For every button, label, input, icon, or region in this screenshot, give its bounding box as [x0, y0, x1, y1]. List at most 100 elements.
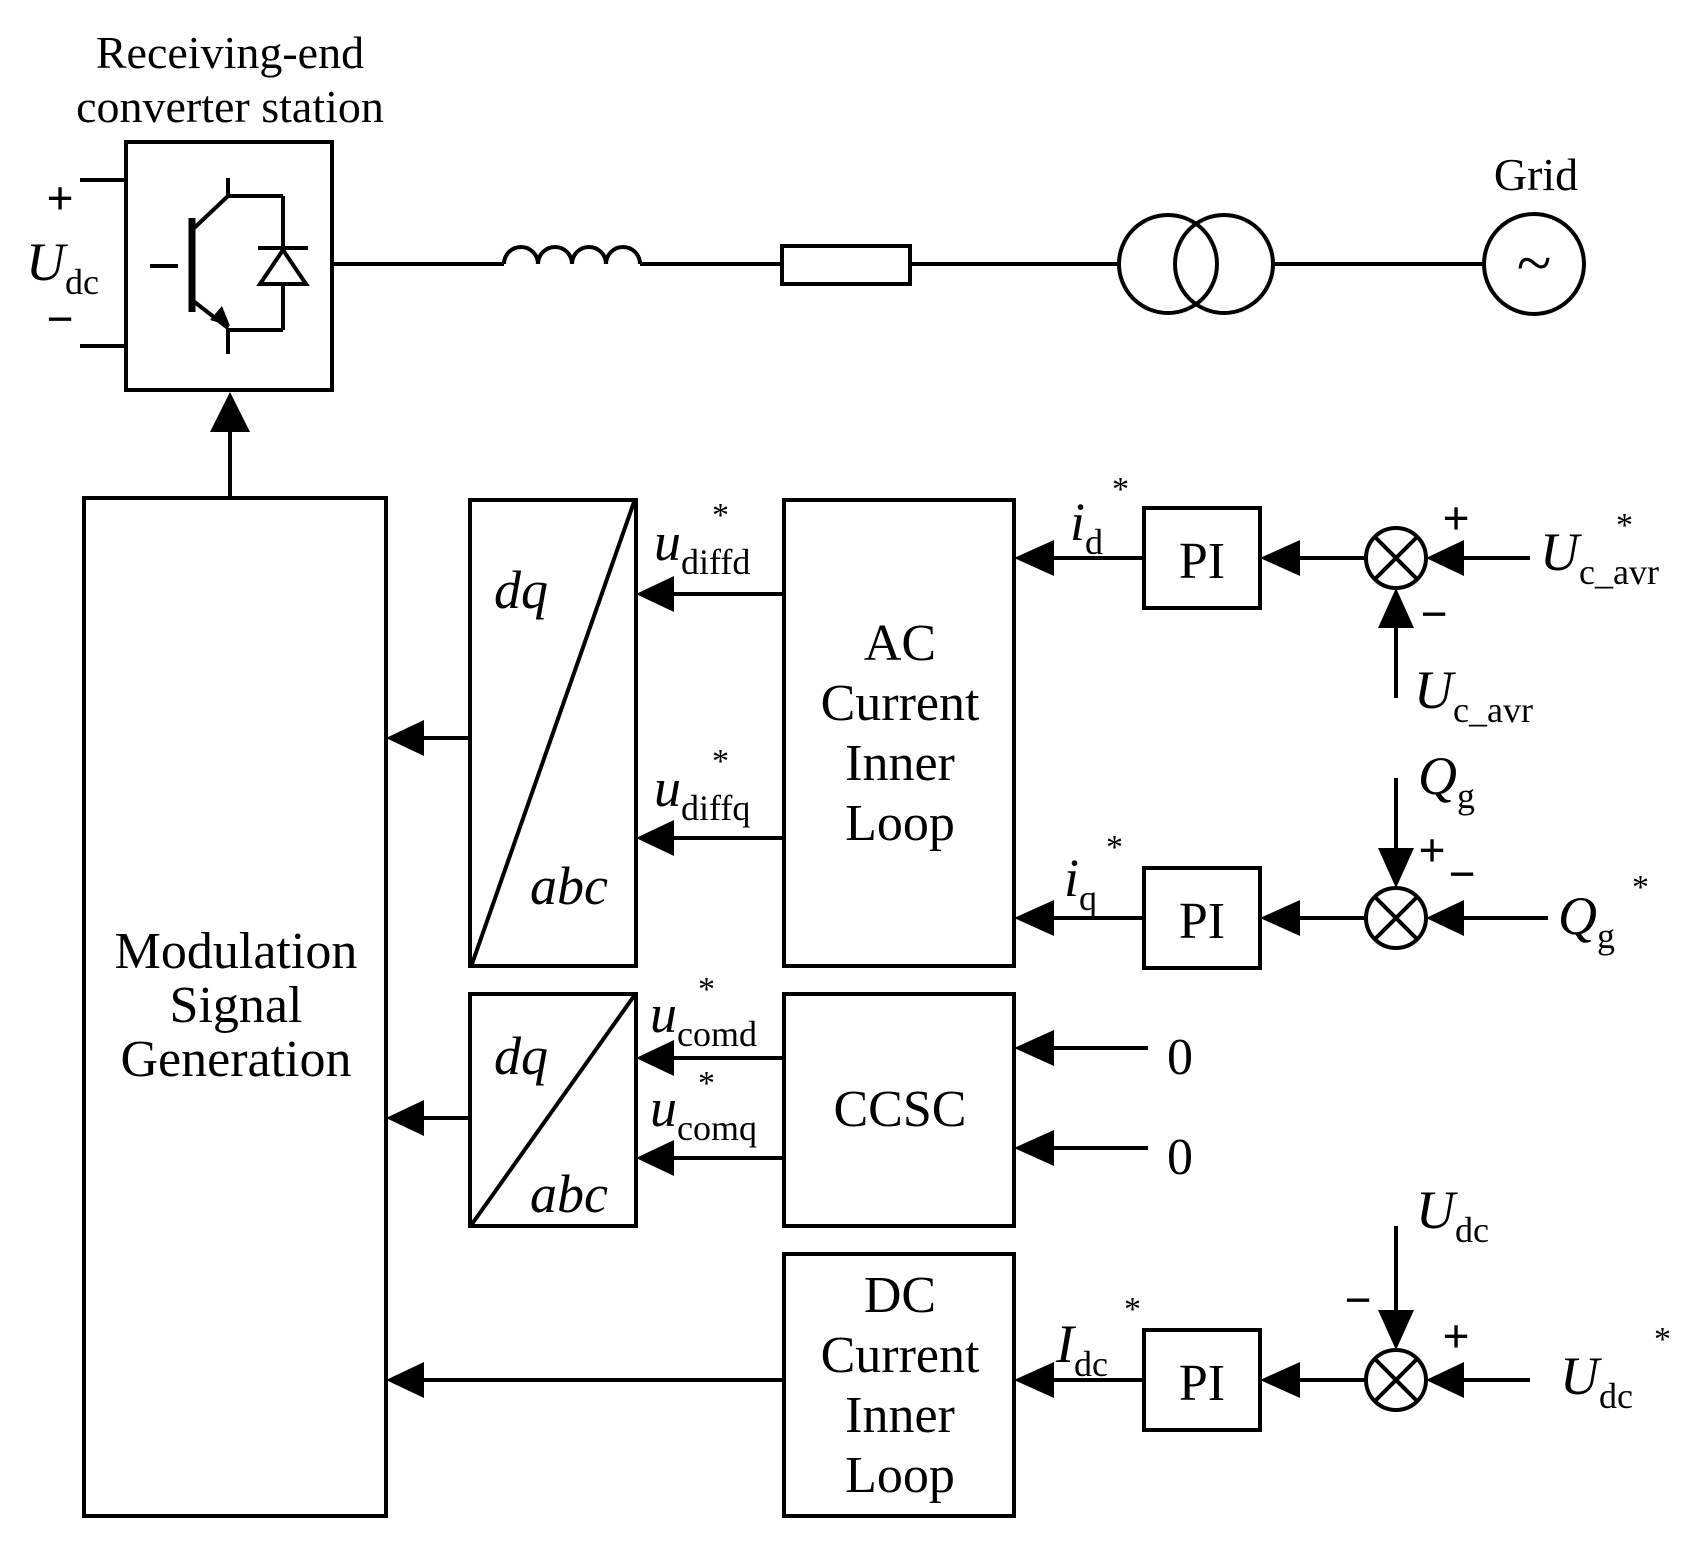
pi-block-q-label: PI: [1179, 893, 1225, 950]
junction3-plus: +: [1442, 1310, 1469, 1363]
iq-ref-main: i: [1064, 848, 1079, 908]
grid-label: Grid: [1494, 149, 1578, 200]
ucomd-sub: comd: [677, 1014, 757, 1054]
station-title-line1: Receiving-end: [96, 27, 364, 78]
dq-abc-transform-1: [468, 498, 638, 968]
udc-source-main: U: [26, 232, 68, 292]
ucomq-star: *: [698, 1065, 715, 1102]
qg-sub: g: [1457, 776, 1475, 816]
dq-abc-transform-2: [468, 992, 638, 1228]
udiffd-sub: diffd: [681, 542, 750, 582]
dc-plus-sign: +: [46, 172, 73, 225]
uc-avr-main: U: [1414, 660, 1456, 720]
transform1-abc: abc: [530, 856, 608, 916]
udiffd-label: udiffd: [654, 512, 750, 582]
uc-avr-ref-label: Uc_avr: [1540, 522, 1659, 592]
udiffq-main: u: [654, 758, 681, 818]
id-ref-star: *: [1112, 471, 1129, 508]
udc-ref-sub: dc: [1599, 1376, 1633, 1416]
idc-ref-label: Idc: [1055, 1314, 1108, 1384]
udiffd-main: u: [654, 512, 681, 572]
resistor-icon: [780, 244, 912, 286]
summing-junction-icon: [1364, 1348, 1428, 1412]
id-ref-sub: d: [1085, 522, 1103, 562]
ac-current-inner-loop-block: [782, 498, 1016, 968]
uc-avr-ref-sub: c_avr: [1579, 552, 1659, 592]
transform2-abc: abc: [530, 1164, 608, 1224]
udc-ref-main: U: [1560, 1346, 1602, 1406]
junction1-plus: +: [1442, 492, 1469, 545]
station-title-line2: converter station: [76, 81, 384, 132]
udc-meas-label: Udc: [1416, 1180, 1489, 1250]
ccsc-input-zero-1: 0: [1167, 1029, 1193, 1086]
idc-ref-star: *: [1124, 1291, 1141, 1328]
ac-source-icon: [1482, 212, 1586, 316]
ccsc-label: CCSC: [834, 1081, 967, 1138]
ac-loop-line4: Loop: [845, 795, 955, 852]
modulation-block: [82, 496, 388, 1518]
ccsc-input-zero-2: 0: [1167, 1129, 1193, 1186]
udiffq-label: udiffq: [654, 758, 750, 828]
qg-label: Qg: [1418, 746, 1475, 816]
iq-ref-star: *: [1106, 829, 1123, 866]
udc-ref-label: Udc: [1560, 1346, 1633, 1416]
diode-icon: [256, 196, 310, 330]
pi-block-dc-label: PI: [1179, 1355, 1225, 1412]
udiffq-star: *: [712, 743, 729, 780]
transform1-dq: dq: [494, 560, 548, 620]
ucomq-sub: comq: [677, 1108, 757, 1148]
udc-meas-main: U: [1416, 1180, 1458, 1240]
uc-avr-ref-star: *: [1616, 507, 1633, 544]
modulation-line2: Signal: [170, 977, 303, 1034]
iq-ref-label: iq: [1064, 848, 1097, 918]
junction2-plus: +: [1418, 824, 1445, 877]
udc-meas-sub: dc: [1455, 1210, 1489, 1250]
ccsc-block: [782, 992, 1016, 1228]
junction3-minus: −: [1344, 1274, 1371, 1327]
igbt-icon: [150, 178, 230, 354]
qg-ref-main: Q: [1558, 886, 1597, 946]
iq-ref-sub: q: [1079, 878, 1097, 918]
udc-ref-star: *: [1654, 1321, 1671, 1358]
udc-source-sub: dc: [65, 262, 99, 302]
id-ref-label: id: [1070, 492, 1103, 562]
ucomd-label: ucomd: [650, 984, 757, 1054]
dc-current-inner-loop-block: [782, 1252, 1016, 1518]
ucomq-label: ucomq: [650, 1078, 757, 1148]
dc-loop-line2: Current: [821, 1327, 980, 1384]
transform2-dq: dq: [494, 1026, 548, 1086]
junction1-minus: −: [1420, 588, 1447, 641]
ucomd-main: u: [650, 984, 677, 1044]
uc-avr-ref-main: U: [1540, 522, 1582, 582]
qg-ref-label: Qg: [1558, 886, 1615, 956]
ucomq-main: u: [650, 1078, 677, 1138]
converter-station: [80, 140, 334, 392]
qg-ref-star: *: [1632, 869, 1649, 906]
ac-loop-line3: Inner: [845, 735, 955, 792]
idc-ref-main: I: [1055, 1314, 1077, 1374]
dc-loop-line1: DC: [864, 1267, 936, 1324]
uc-avr-label: Uc_avr: [1414, 660, 1533, 730]
idc-ref-sub: dc: [1074, 1344, 1108, 1384]
dc-loop-line3: Inner: [845, 1387, 955, 1444]
ac-loop-line1: AC: [864, 615, 936, 672]
junction2-minus: −: [1448, 848, 1475, 901]
summing-junction-icon: [1364, 886, 1428, 950]
pi-block-d-label: PI: [1179, 533, 1225, 590]
dc-loop-line4: Loop: [845, 1447, 955, 1504]
qg-main: Q: [1418, 746, 1457, 806]
ucomd-star: *: [698, 971, 715, 1008]
transformer-icon: [1117, 213, 1275, 315]
qg-ref-sub: g: [1597, 916, 1615, 956]
grid-symbol: ~: [1517, 227, 1552, 298]
modulation-line3: Generation: [120, 1031, 351, 1088]
modulation-line1: Modulation: [115, 923, 358, 980]
dc-minus-sign: −: [46, 293, 73, 346]
id-ref-main: i: [1070, 492, 1085, 552]
udiffd-star: *: [712, 497, 729, 534]
ac-loop-line2: Current: [821, 675, 980, 732]
udc-source-label: Udc: [26, 232, 99, 302]
inductor-icon: [502, 245, 642, 265]
summing-junction-icon: [1364, 526, 1428, 590]
